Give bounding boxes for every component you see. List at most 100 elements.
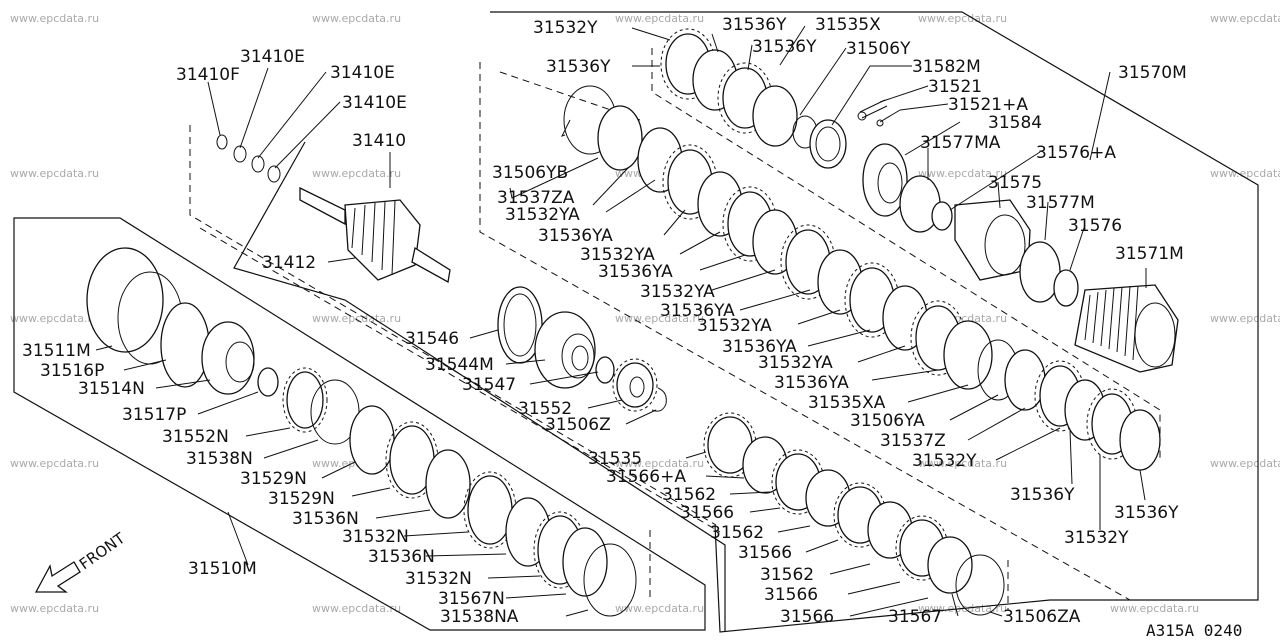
- label-31535xa: 31535XA: [808, 393, 886, 413]
- label-31567n: 31567N: [438, 589, 505, 609]
- parts: [86, 28, 1179, 617]
- label-31566-a: 31566+A: [606, 467, 686, 487]
- frame-31410: [233, 141, 726, 632]
- label-31575: 31575: [988, 173, 1042, 193]
- label-31506z: 31506Z: [545, 415, 611, 435]
- label-31562: 31562: [760, 565, 814, 585]
- label-31571m: 31571M: [1115, 244, 1184, 264]
- label-31576: 31576: [1068, 216, 1122, 236]
- label-31537z: 31537Z: [880, 431, 946, 451]
- dashed-line-middle: [199, 227, 721, 533]
- watermark: www.epcdata.ru: [312, 312, 401, 325]
- label-31514n: 31514N: [78, 379, 145, 399]
- hub-31544m-inner: [561, 333, 595, 379]
- frame-31570m: [490, 11, 1259, 633]
- label-31516p: 31516P: [40, 361, 104, 381]
- label-31570m: 31570M: [1118, 63, 1187, 83]
- seal-ring-31576a: [931, 201, 953, 231]
- bearing-ring-inner: [815, 126, 841, 162]
- watermark: www.epcdata.ru: [1210, 167, 1280, 180]
- drum-31571m-splines: [1084, 285, 1139, 361]
- watermark: www.epcdata.ru: [918, 457, 1007, 470]
- watermark: www.epcdata.ru: [312, 167, 401, 180]
- label-31544m: 31544M: [425, 355, 494, 375]
- label-31566: 31566: [764, 585, 818, 605]
- label-31536n: 31536N: [292, 509, 359, 529]
- label-31536ya: 31536YA: [660, 301, 735, 321]
- snap-ring-31538na: [583, 543, 637, 617]
- label-31538na: 31538NA: [440, 607, 519, 627]
- ring-31546-inner: [503, 293, 537, 357]
- front-label: FRONT: [76, 529, 129, 574]
- watermark: www.epcdata.ru: [1210, 12, 1280, 25]
- frame-31510m: [13, 217, 706, 631]
- ring-31547: [595, 356, 615, 384]
- label-31532ya: 31532YA: [640, 282, 715, 302]
- piston-31584-inner: [877, 162, 903, 204]
- watermark: www.epcdata.ru: [312, 12, 401, 25]
- watermark: www.epcdata.ru: [10, 12, 99, 25]
- label-31532n: 31532N: [342, 527, 409, 547]
- label-31552n: 31552N: [162, 427, 229, 447]
- label-31521: 31521: [928, 77, 982, 97]
- label-31562: 31562: [710, 523, 764, 543]
- label-31536ya: 31536YA: [598, 262, 673, 282]
- watermark: www.epcdata.ru: [615, 602, 704, 615]
- clutch-plate: [425, 449, 471, 519]
- piston-31575-ring: [984, 214, 1026, 276]
- label-31536n: 31536N: [368, 547, 435, 567]
- label-31582m: 31582M: [912, 57, 981, 77]
- label-31536ya: 31536YA: [774, 373, 849, 393]
- dashed-frame-31571m: [479, 62, 1131, 601]
- watermark: www.epcdata.ru: [312, 602, 401, 615]
- label-31412: 31412: [262, 253, 316, 273]
- ring-31516p: [160, 302, 210, 388]
- label-31536y: 31536Y: [752, 37, 817, 57]
- label-31536y: 31536Y: [722, 15, 787, 35]
- label-31547: 31547: [462, 375, 516, 395]
- label-31536y: 31536Y: [546, 57, 611, 77]
- label-31410e: 31410E: [330, 63, 395, 83]
- label-31517p: 31517P: [122, 405, 186, 425]
- assembly-31514n: [201, 321, 255, 395]
- piston-31584: [862, 143, 908, 217]
- watermark: www.epcdata.ru: [1110, 602, 1199, 615]
- label-31532n: 31532N: [405, 569, 472, 589]
- label-31410e: 31410E: [342, 93, 407, 113]
- label-31566: 31566: [780, 607, 834, 627]
- label-31537za: 31537ZA: [497, 188, 575, 208]
- ring-31410f: [216, 134, 228, 150]
- plate-31535xa: [943, 320, 993, 390]
- label-31532y: 31532Y: [1064, 528, 1129, 548]
- hub-31544m-bore: [571, 345, 589, 371]
- hub-31552-bore: [629, 376, 645, 398]
- label-31566: 31566: [738, 543, 792, 563]
- label-31529n: 31529N: [240, 469, 307, 489]
- label-31529n: 31529N: [268, 489, 335, 509]
- label-31538n: 31538N: [186, 449, 253, 469]
- label-31535: 31535: [588, 449, 642, 469]
- label-31546: 31546: [405, 329, 459, 349]
- ring-31517p: [257, 367, 279, 397]
- screw-head: [876, 119, 884, 127]
- watermark: www.epcdata.ru: [918, 167, 1007, 180]
- clutch-hub-31552n-body: [286, 371, 324, 429]
- snap-ring-31506z: [651, 387, 667, 412]
- label-31535x: 31535X: [815, 15, 881, 35]
- label-31521-a: 31521+A: [948, 95, 1028, 115]
- ring-31410e: [251, 155, 265, 173]
- shaft-31412-tail: [411, 246, 451, 284]
- seal-ring-31576: [1053, 269, 1079, 307]
- label-31552: 31552: [518, 399, 572, 419]
- label-31584: 31584: [988, 113, 1042, 133]
- clutch-hub-31552n: [282, 367, 328, 433]
- label-31510m: 31510M: [188, 559, 257, 579]
- label-31506za: 31506ZA: [1003, 607, 1081, 627]
- plate-31537za: [597, 105, 643, 171]
- watermark: www.epcdata.ru: [615, 312, 704, 325]
- label-31536ya: 31536YA: [538, 226, 613, 246]
- front-arrow-icon: [34, 561, 81, 593]
- label-31536y: 31536Y: [1010, 485, 1075, 505]
- watermark: www.epcdata.ru: [10, 457, 99, 470]
